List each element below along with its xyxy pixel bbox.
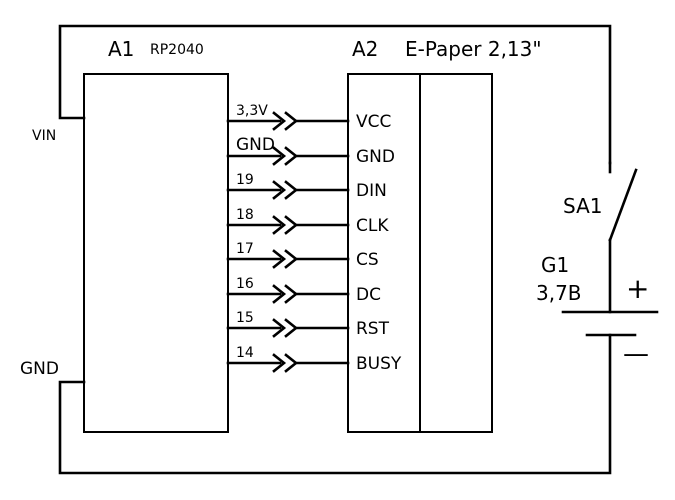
a2-pin-label: VCC [356,112,391,132]
connector-chevron [284,284,299,304]
a2-pin-label: CLK [356,216,389,236]
battery-g1-label: G1 [541,253,569,277]
connector-chevron [284,180,299,200]
module-a1-box [83,73,229,433]
a1-gnd-label: GND [20,359,59,379]
a1-pin-label: 15 [236,310,254,326]
connector-chevron [272,284,287,304]
connector-chevron [272,249,287,269]
a1-pin-label: 19 [236,172,254,188]
connector-chevron [272,318,287,338]
connector-chevron [272,180,287,200]
a2-pin-label: GND [356,147,395,167]
module-a2-part: E-Paper 2,13" [405,37,542,61]
connector-chevron [284,111,299,131]
connector-chevron [272,215,287,235]
connection-row: GND GND [226,135,395,167]
battery-voltage-label: 3,7В [536,281,582,305]
module-a1-designator: A1 [108,37,134,61]
a2-pin-label: CS [356,250,379,270]
connector-chevron [272,111,287,131]
gnd-wire [58,333,612,475]
a1-pin-label: GND [236,135,275,155]
a1-pin-label: 16 [236,276,254,292]
connector-chevron [284,249,299,269]
switch-sa1-blade [608,168,638,242]
a2-pin-label: RST [356,319,390,339]
a1-pin-label: 17 [236,241,254,257]
battery-plus-sign: + [626,272,649,305]
module-a1-part: RP2040 [150,42,204,58]
connection-row: 3,3V VCC [226,103,391,132]
a2-pin-label: DIN [356,181,387,201]
switch-sa1-label: SA1 [563,194,602,218]
a2-pin-label: BUSY [356,354,402,374]
vin-wire [58,24,612,165]
connector-chevron [284,215,299,235]
battery-minus-sign: — [623,339,649,369]
a1-pin-label: 18 [236,207,254,223]
connector-chevron [272,146,287,166]
a1-pin-label: 3,3V [236,103,268,119]
a2-pin-label: DC [356,285,381,305]
a1-pin-label: 14 [236,345,254,361]
a1-vin-label: VIN [32,128,56,144]
connector-chevron [284,353,299,373]
connector-chevron [284,318,299,338]
connector-chevron [272,353,287,373]
connector-chevron [284,146,299,166]
module-a2-designator: A2 [352,37,378,61]
